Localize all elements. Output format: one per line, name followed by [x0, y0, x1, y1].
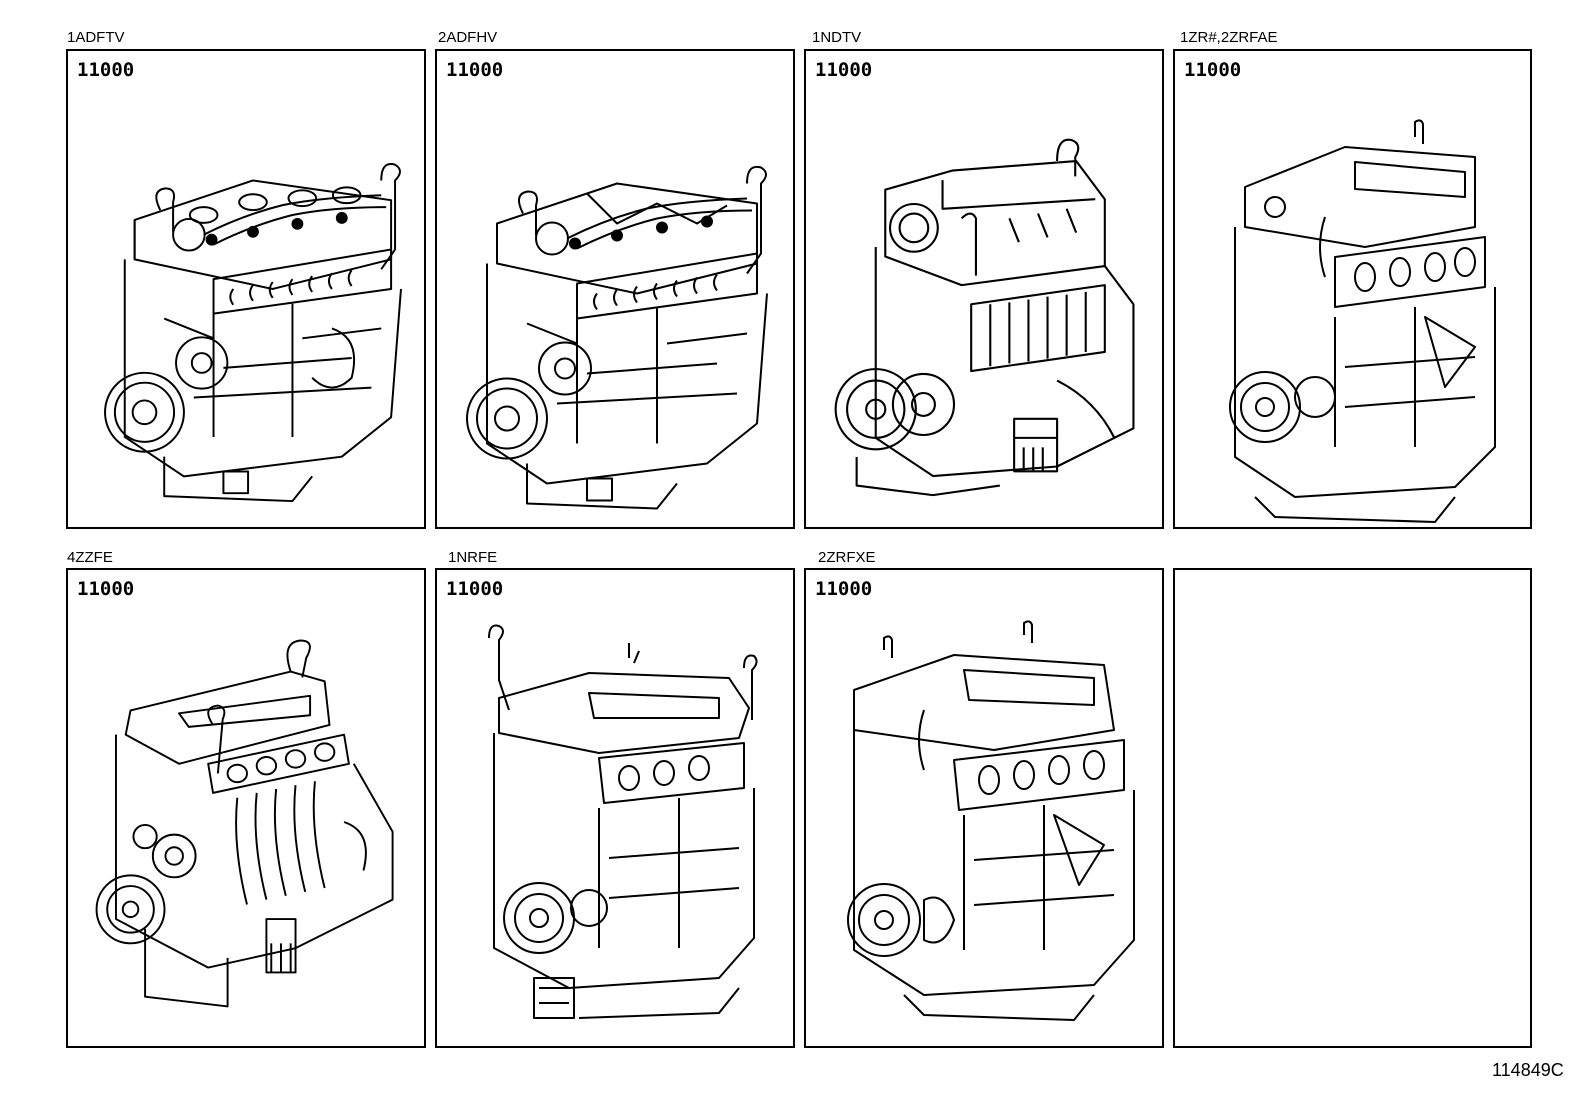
- engine-code-label-7: 2ZRFXE: [818, 549, 876, 566]
- engine-assembly-illustration: [844, 620, 1144, 1030]
- part-number: 11000: [77, 578, 135, 600]
- engine-code-label-2: 2ADFHV: [438, 29, 498, 46]
- engine-assembly-illustration: [479, 618, 769, 1038]
- engine-assembly-illustration: [457, 141, 777, 516]
- part-number: 11000: [815, 578, 873, 600]
- part-number: 11000: [1184, 59, 1242, 81]
- engine-panel-1nrfe[interactable]: 11000: [435, 568, 795, 1048]
- part-number: 11000: [446, 59, 504, 81]
- part-number: 11000: [815, 59, 873, 81]
- part-number: 11000: [446, 578, 504, 600]
- part-number: 11000: [77, 59, 135, 81]
- engine-panel-1adftv[interactable]: 11000: [66, 49, 426, 529]
- engine-assembly-illustration: [94, 141, 412, 506]
- engine-assembly-illustration: [828, 109, 1143, 509]
- engine-code-label-3: 1NDTV: [812, 29, 862, 46]
- engine-code-label-6: 1NRFE: [448, 549, 498, 566]
- engine-panel-1zr-2zrfae[interactable]: 11000: [1173, 49, 1532, 529]
- engine-panel-4zzfe[interactable]: 11000: [66, 568, 426, 1048]
- engine-panel-2zrfxe[interactable]: 11000: [804, 568, 1164, 1048]
- engine-code-label-1: 1ADFTV: [67, 29, 125, 46]
- engine-assembly-illustration: [1215, 117, 1505, 537]
- engine-panel-1ndtv[interactable]: 11000: [804, 49, 1164, 529]
- engine-panel-2adfhv[interactable]: 11000: [435, 49, 795, 529]
- engine-code-label-5: 4ZZFE: [67, 549, 113, 566]
- empty-panel: [1173, 568, 1532, 1048]
- engine-assembly-illustration: [82, 612, 412, 1032]
- engine-code-label-4: 1ZR#,2ZRFAE: [1180, 29, 1278, 46]
- illustration-reference-code: 114849C: [1492, 1060, 1564, 1080]
